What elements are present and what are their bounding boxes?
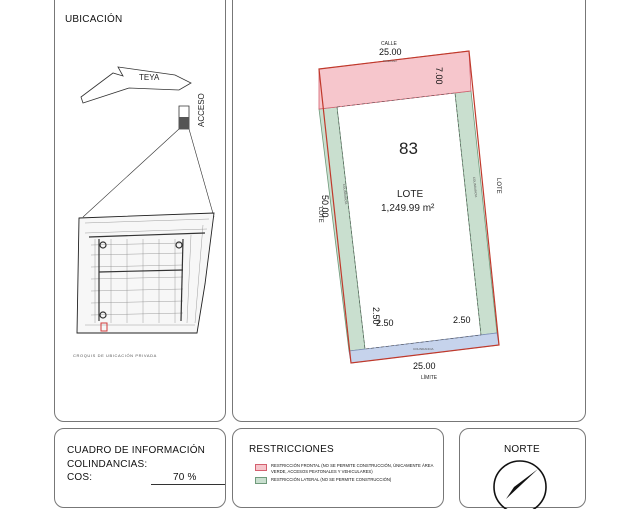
location-caption: CROQUIS DE UBICACIÓN PRIVADA <box>73 353 157 358</box>
front-restriction-text: RESTRICCIÓN FRONTAL (NO SE PERMITE CONST… <box>271 463 434 474</box>
side-length-label: 50.00 <box>320 195 330 218</box>
info-title: CUADRO DE INFORMACIÓN <box>67 445 206 456</box>
teya-label: TEYA <box>139 73 160 82</box>
right-setback-area <box>454 90 498 336</box>
lot-area: 1,249.99 m² <box>381 203 435 214</box>
zoom-line-right <box>188 128 215 218</box>
top-small-text: VIALIDAD <box>383 59 398 63</box>
left-setback-label: 2.50 <box>376 318 394 328</box>
side-label-right: LOTE <box>495 178 501 194</box>
buildable-outline <box>336 92 482 350</box>
front-restriction-swatch <box>255 464 267 471</box>
bottom-small-text: COLINDANCIA <box>413 347 434 351</box>
bottom-width-label: 25.00 <box>413 361 436 371</box>
side-small-right: COLINDANCIA <box>472 177 478 198</box>
top-width-label: 25.00 <box>379 47 402 57</box>
location-title: UBICACIÓN <box>65 14 123 25</box>
access-marker <box>179 117 189 129</box>
lot-outline <box>318 50 500 364</box>
teya-road-outline <box>80 66 192 104</box>
left-setback-area <box>318 106 366 352</box>
colindancias-label: COLINDANCIAS: <box>67 459 148 470</box>
cos-label: COS: <box>67 472 93 483</box>
right-setback-label: 2.50 <box>453 315 471 325</box>
info-panel: CUADRO DE INFORMACIÓN COLINDANCIAS: COS:… <box>54 428 226 508</box>
restrictions-title: RESTRICCIONES <box>249 444 334 455</box>
top-street-label: CALLE <box>381 41 398 47</box>
cos-value: 70 % <box>173 472 197 483</box>
north-panel: NORTE <box>459 428 586 509</box>
plot-panel: CALLE 25.00 VIALIDAD 7.00 83 LOTE 1,249.… <box>232 0 586 422</box>
cos-underline <box>151 484 225 485</box>
left-setback-vertical: 2.50 <box>371 307 381 325</box>
lateral-restriction-swatch <box>255 477 267 484</box>
lot-plan: CALLE 25.00 VIALIDAD 7.00 83 LOTE 1,249.… <box>317 41 501 381</box>
front-setback-label: 7.00 <box>434 67 444 85</box>
side-small-left: COLINDANCIA <box>342 184 348 205</box>
location-panel: UBICACIÓN TEYA ACCESO <box>54 0 226 422</box>
zoom-line-left <box>82 128 180 218</box>
location-map: TEYA ACCESO <box>73 66 215 358</box>
side-label-left: LOTE <box>317 207 323 223</box>
development-streets <box>88 232 206 322</box>
development-lots <box>84 218 210 326</box>
acceso-label: ACCESO <box>197 93 206 127</box>
restrictions-panel: RESTRICCIONES RESTRICCIÓN FRONTAL (NO SE… <box>232 428 444 508</box>
lot-label: LOTE <box>397 189 423 200</box>
lot-number: 83 <box>399 139 418 158</box>
north-title: NORTE <box>504 444 540 455</box>
north-arrow-icon <box>493 460 547 509</box>
highlighted-lot <box>100 322 108 332</box>
bottom-label: LÍMITE <box>421 374 438 381</box>
